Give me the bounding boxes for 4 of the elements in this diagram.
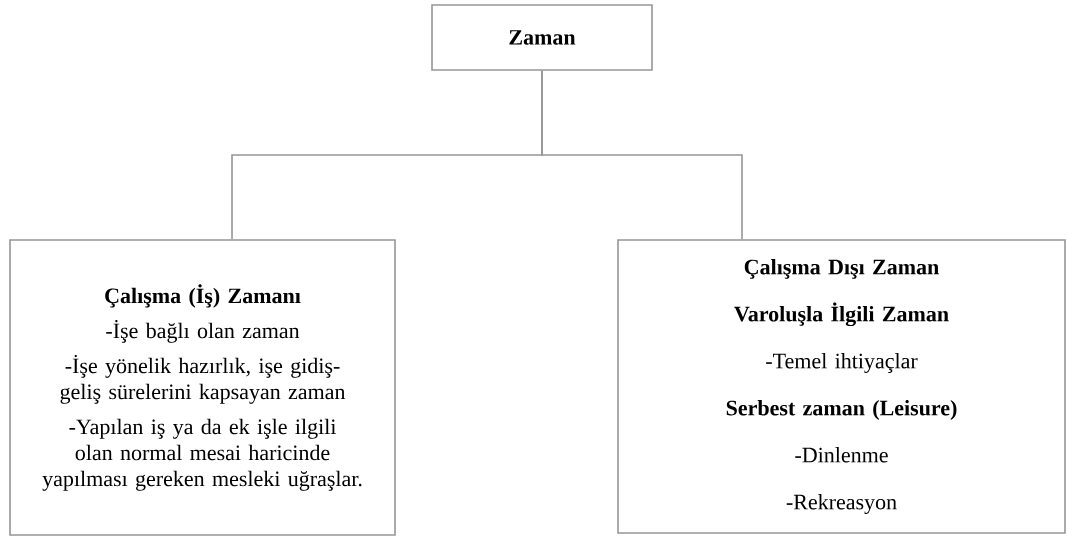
title-box: Zaman bbox=[431, 4, 653, 71]
category-box: Çalışma Dışı Zaman Varoluşla İlgili Zaman -Temel ihtiyaçlar Serbest zaman (Leisure) -Dinlenme -Rekreasyon bbox=[617, 239, 1066, 534]
category-box: Çalışma (İş) Zamanı -İşe bağlı olan zaman -İşe yönelik hazırlık, işe gidiş-geliş sürelerini kapsayan zaman -Yapılan iş ya da ek işle ilgili olan normal mesai haricinde yapılması gereken mesleki uğraşlar. bbox=[9, 239, 396, 536]
connector bbox=[541, 70, 743, 240]
